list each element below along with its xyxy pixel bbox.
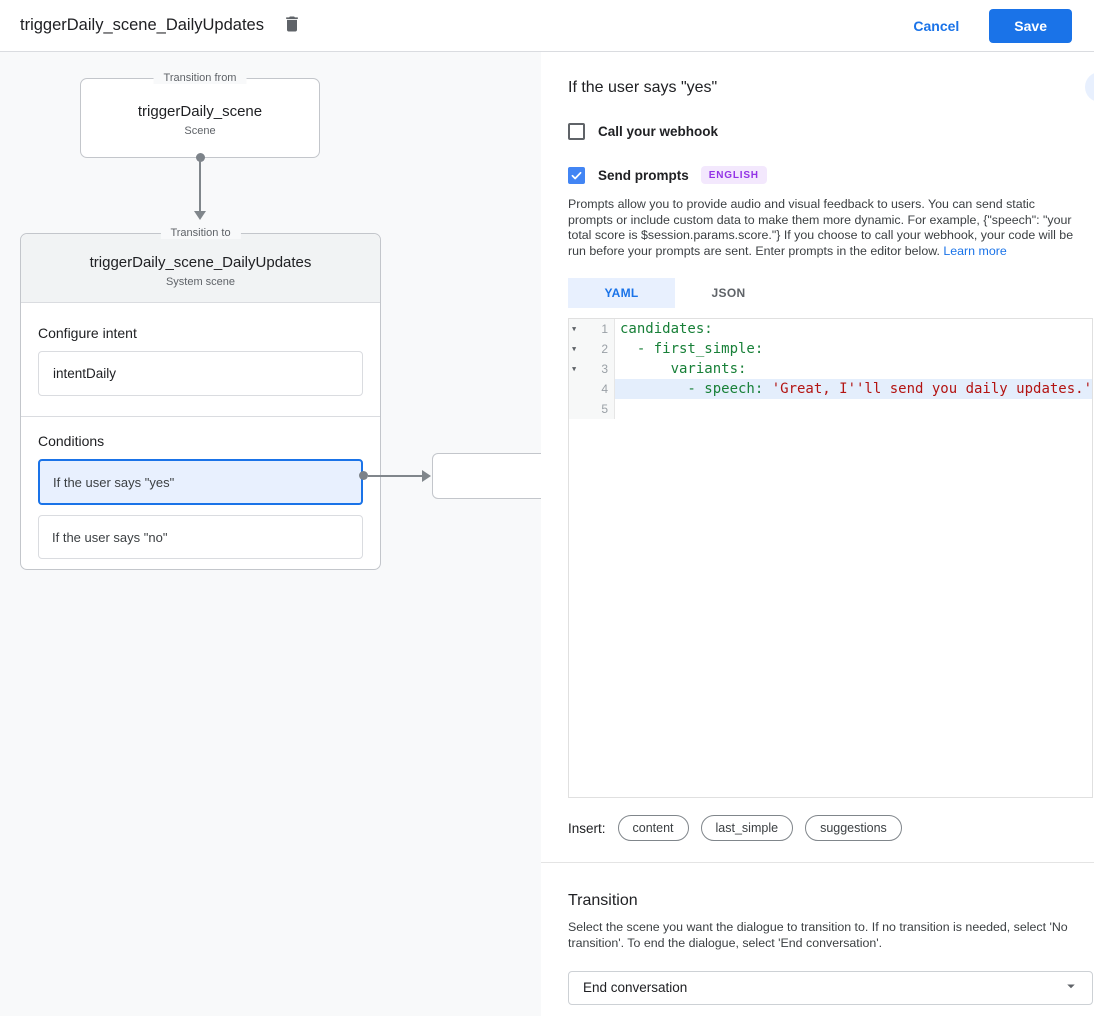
connector-line-vertical	[199, 158, 201, 211]
fold-arrow-icon[interactable]: ▼	[572, 345, 577, 354]
code-token-key: - speech:	[620, 381, 772, 398]
configure-intent-label: Configure intent	[38, 325, 137, 341]
code-line-content	[615, 399, 1092, 419]
editor-gutter: ▼2	[569, 339, 615, 360]
language-badge: ENGLISH	[700, 166, 767, 184]
header-bar: triggerDaily_scene_DailyUpdates Cancel S…	[0, 0, 1094, 52]
editor-gutter: 5	[569, 399, 615, 420]
transition-select[interactable]: End conversation	[568, 970, 1094, 1005]
arrowhead-down-icon	[194, 211, 206, 220]
tab-yaml[interactable]: YAML	[568, 278, 675, 309]
editor-gutter: 4	[569, 379, 615, 400]
code-line-content: candidates:	[615, 319, 1092, 339]
code-token-key: candidates:	[620, 321, 713, 338]
webhook-row: Call your webhook	[568, 123, 1093, 140]
main-split: Transition from triggerDaily_scene Scene…	[0, 52, 1094, 1016]
to-scene-type: System scene	[165, 276, 236, 288]
tab-json[interactable]: JSON	[711, 286, 746, 301]
insert-chip-content[interactable]: content	[617, 815, 689, 842]
line-number: 4	[601, 382, 608, 397]
flow-canvas: Transition from triggerDaily_scene Scene…	[0, 52, 541, 1016]
editor-line[interactable]: 4 - speech: 'Great, I''ll send you daily…	[569, 379, 1093, 400]
line-number: 1	[601, 322, 608, 337]
editor-gutter: ▼3	[569, 359, 615, 380]
arrowhead-right-icon	[422, 470, 431, 482]
insert-chips: content last_simple suggestions	[617, 815, 914, 842]
send-prompts-label: Send prompts	[598, 167, 689, 183]
code-line-content: - first_simple:	[615, 339, 1092, 359]
editor-gutter: ▼1	[569, 319, 615, 340]
code-token-string: 'Great, I''ll send you daily updates.'	[771, 381, 1093, 398]
insert-label: Insert:	[568, 820, 606, 836]
fold-arrow-icon[interactable]: ▼	[572, 325, 577, 334]
condition-item[interactable]: If the user says "no"	[38, 515, 363, 559]
connector-dot-top	[196, 153, 205, 162]
insert-row: Insert: content last_simple suggestions	[568, 815, 1093, 842]
code-token-key: variants:	[620, 361, 747, 378]
transition-to-box[interactable]: Transition to triggerDaily_scene_DailyUp…	[20, 227, 381, 570]
code-token-key: - first_simple:	[620, 341, 764, 358]
connector-dot-condition	[359, 471, 368, 480]
intent-card[interactable]: intentDaily	[38, 351, 363, 396]
detail-panel: If the user says "yes" Call your webhook…	[541, 52, 1094, 1016]
prompts-description-text: Prompts allow you to provide audio and v…	[568, 197, 1074, 258]
transition-to-legend: Transition to	[160, 227, 241, 239]
code-line-content: - speech: 'Great, I''ll send you daily u…	[615, 379, 1093, 400]
learn-more-link[interactable]: Learn more	[943, 243, 1007, 258]
condition-heading: If the user says "yes"	[568, 79, 718, 96]
condition-item[interactable]: If the user says "yes"	[38, 459, 363, 505]
dropdown-arrow-icon	[1062, 977, 1080, 998]
send-prompts-checkbox[interactable]	[568, 166, 585, 184]
connector-line-horizontal	[368, 475, 422, 477]
from-scene-name: triggerDaily_scene	[137, 103, 263, 120]
send-prompts-row: Send prompts ENGLISH	[568, 166, 1093, 184]
transition-description: Select the scene you want the dialogue t…	[568, 920, 1068, 950]
page-title: triggerDaily_scene_DailyUpdates	[20, 16, 264, 34]
transition-target-box[interactable]	[432, 453, 541, 499]
from-scene-type: Scene	[184, 125, 216, 137]
panel-divider	[541, 862, 1094, 864]
collapse-panel-button[interactable]	[1085, 72, 1094, 102]
to-scene-header: triggerDaily_scene_DailyUpdates System s…	[21, 234, 380, 303]
transition-select-value: End conversation	[583, 980, 688, 996]
insert-chip-last_simple[interactable]: last_simple	[700, 815, 794, 842]
transition-from-legend: Transition from	[153, 72, 247, 84]
webhook-label: Call your webhook	[598, 124, 719, 139]
transition-from-box[interactable]: Transition from triggerDaily_scene Scene	[80, 72, 320, 158]
checkmark-icon	[571, 171, 582, 179]
line-number: 3	[601, 362, 608, 377]
insert-chip-suggestions[interactable]: suggestions	[805, 815, 902, 842]
conditions-label: Conditions	[38, 433, 105, 449]
editor-line[interactable]: ▼3 variants:	[569, 359, 1092, 380]
line-number: 2	[601, 342, 608, 357]
editor-line[interactable]: 5	[569, 399, 1092, 420]
transition-heading: Transition	[568, 892, 638, 910]
delete-scene-button[interactable]	[278, 10, 306, 41]
editor-line[interactable]: ▼2 - first_simple:	[569, 339, 1092, 360]
cancel-button[interactable]: Cancel	[913, 17, 960, 34]
section-divider	[21, 416, 380, 417]
editor-format-tabs: YAML JSON	[568, 278, 1093, 309]
conditions-list: If the user says "yes" If the user says "…	[38, 459, 363, 559]
save-button[interactable]: Save	[989, 8, 1072, 43]
prompts-description: Prompts allow you to provide audio and v…	[568, 197, 1080, 259]
line-number: 5	[601, 402, 608, 417]
to-scene-body: Configure intent intentDaily Conditions …	[21, 325, 380, 559]
to-scene-name: triggerDaily_scene_DailyUpdates	[89, 254, 312, 271]
webhook-checkbox[interactable]	[568, 123, 585, 140]
code-line-content: variants:	[615, 359, 1092, 379]
fold-arrow-icon[interactable]: ▼	[572, 365, 577, 374]
trash-icon	[282, 14, 302, 37]
